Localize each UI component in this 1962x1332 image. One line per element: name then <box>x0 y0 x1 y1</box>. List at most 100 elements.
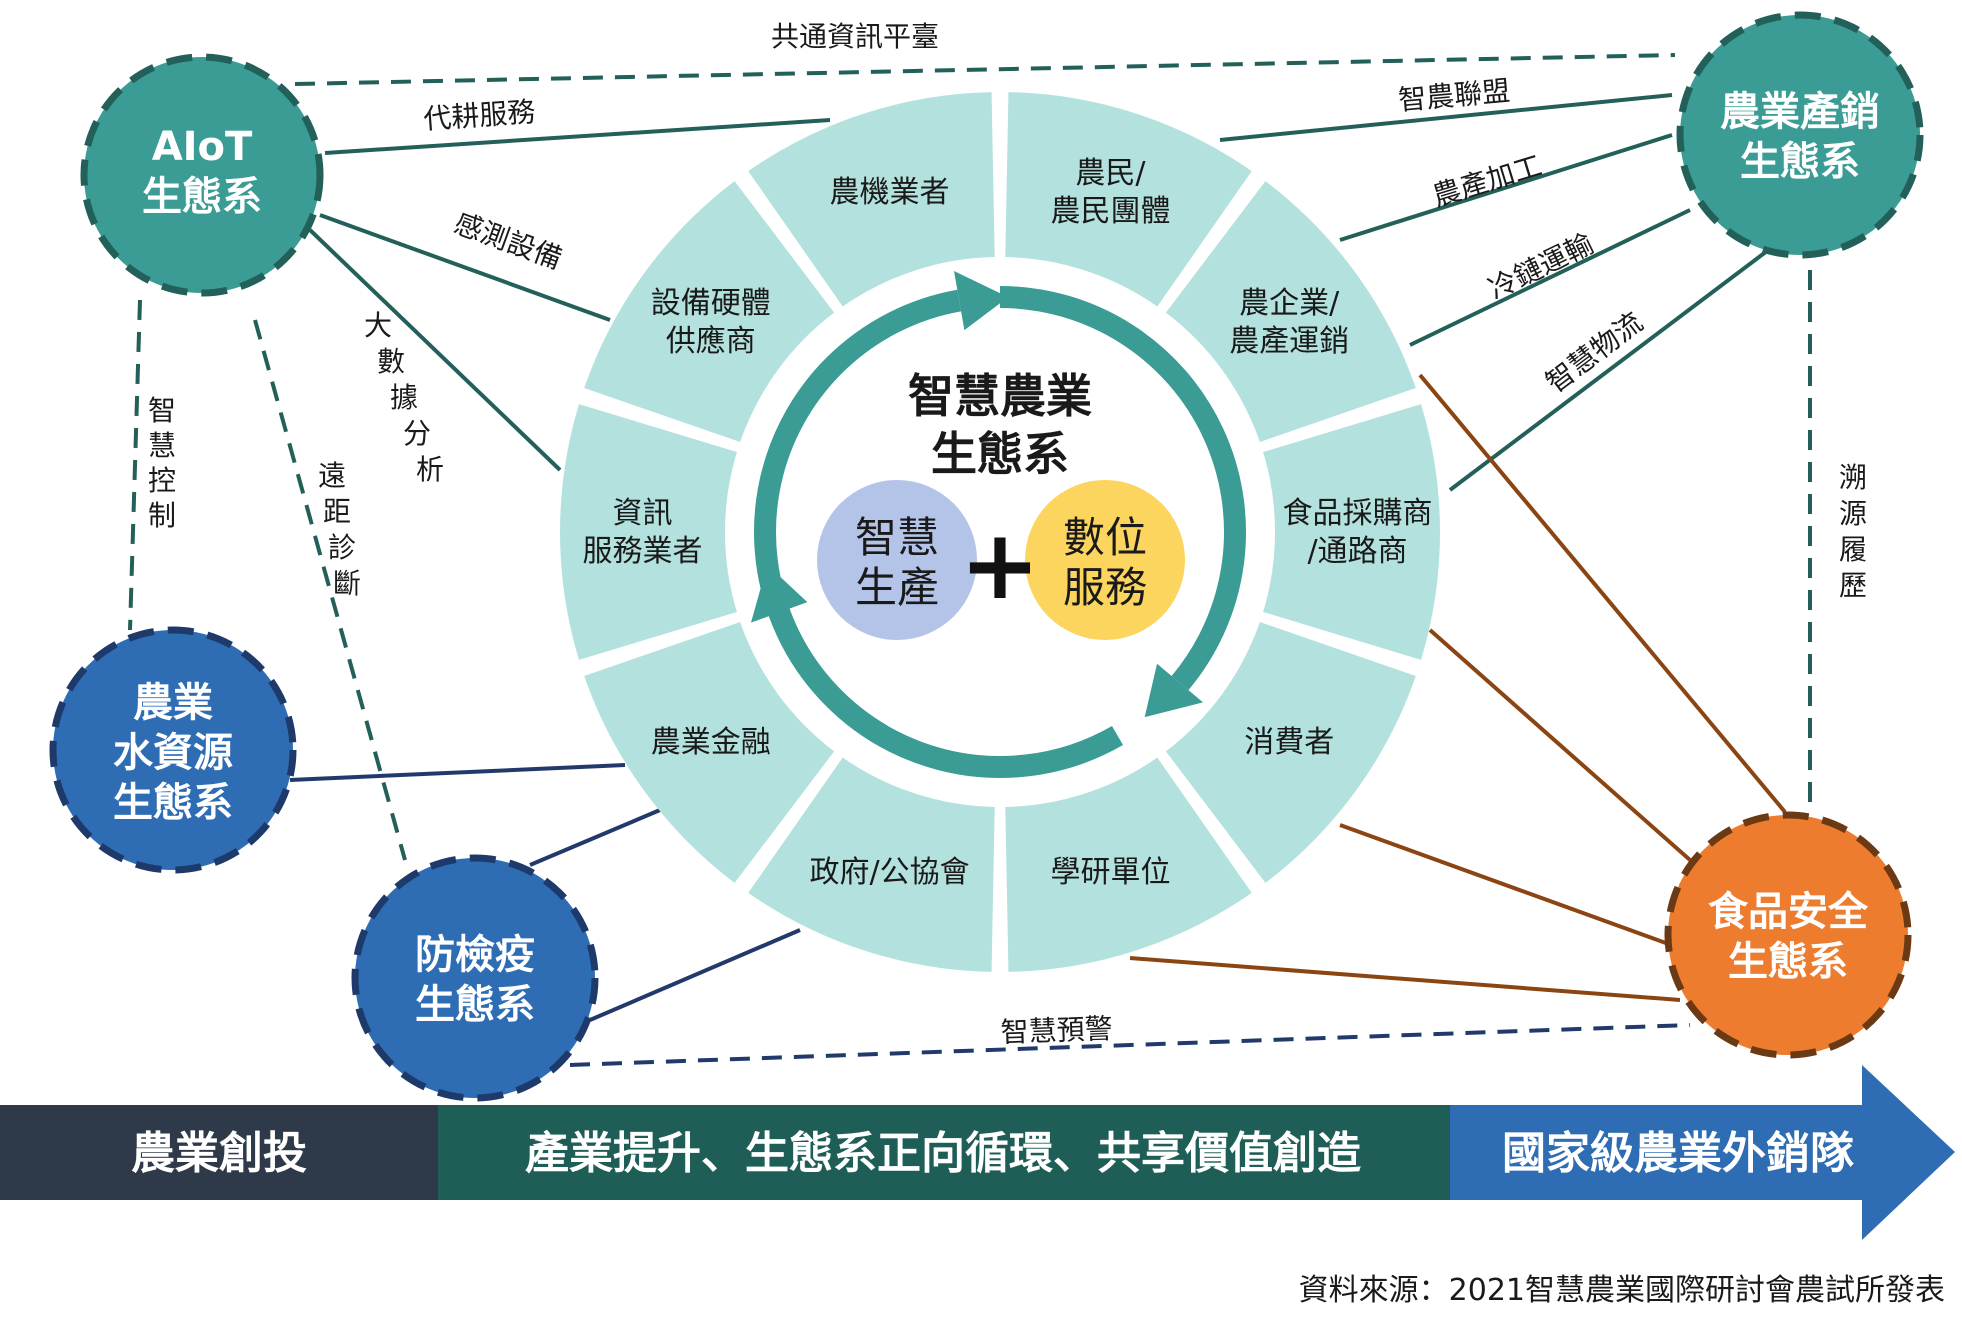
banner-left-block <box>0 1105 438 1200</box>
line-bigdata <box>308 228 562 472</box>
line-plowing <box>324 118 831 155</box>
ring-segment <box>560 404 737 660</box>
line-logistics <box>1448 243 1777 492</box>
label-warning: 智慧預警 <box>1000 1012 1113 1049</box>
center-title-line1: 智慧農業 <box>908 369 1092 423</box>
ring-segment-label: 設備硬體 <box>651 286 771 321</box>
ring-segment-label: 政府/公協會 <box>809 855 969 890</box>
marketing-line1: 農業產銷 <box>1720 89 1880 135</box>
label-sensing: 感測設備 <box>450 206 567 275</box>
ring-segment <box>1005 92 1252 307</box>
cycle-arrow-head <box>750 564 808 623</box>
food-safety-line2: 生態系 <box>1728 939 1848 985</box>
line-smart-warning <box>569 1023 1691 1067</box>
water-ecosystem-node: 農業 水資源 生態系 <box>49 626 297 874</box>
line-remote-diagnosis <box>253 319 407 861</box>
quarantine-ecosystem-node: 防檢疫 生態系 <box>351 854 599 1102</box>
digital-service-line1: 數位 <box>1063 513 1147 562</box>
aiot-ecosystem-node: AIoT 生態系 <box>80 53 324 297</box>
source-note: 資料來源：2021智慧農業國際研討會農試所發表 <box>1299 1273 1945 1308</box>
digital-service-circle <box>1025 480 1185 640</box>
label-traceability: 溯源履歷 <box>1839 461 1867 602</box>
ecosystem-nodes: AIoT 生態系 農業產銷 生態系 農業 水資源 生態系 防檢疫 生態系 食品安… <box>49 11 1924 1102</box>
ring-segment-label: 服務業者 <box>583 534 703 569</box>
marketing-ecosystem-node: 農業產銷 生態系 <box>1676 11 1924 259</box>
ring-segment <box>584 621 835 883</box>
line-coldchain <box>1409 208 1691 347</box>
ring-segment-label: 農民/ <box>1075 156 1146 191</box>
label-coldchain: 冷鏈運輸 <box>1483 227 1598 306</box>
banner-middle-label: 產業提升、生態系正向循環、共享價值創造 <box>525 1128 1361 1179</box>
line-smart-control <box>128 299 142 631</box>
line-alliance <box>1219 93 1673 142</box>
cycle-arrows <box>750 271 1246 778</box>
vertical-edge-labels: 智慧控制 遠距診斷大數據分析溯源履歷 <box>148 309 1867 602</box>
food-safety-line1: 食品安全 <box>1708 889 1869 935</box>
line-water <box>289 763 626 782</box>
ring-segment-label: 農產運銷 <box>1229 324 1349 359</box>
water-line1: 農業 <box>133 680 213 726</box>
line-quarantine-2 <box>589 928 801 1022</box>
line-processing <box>1339 133 1673 242</box>
water-line3: 生態系 <box>113 780 233 826</box>
bottom-banner: 農業創投 產業提升、生態系正向循環、共享價值創造 國家級農業外銷隊 <box>0 1065 1955 1240</box>
banner-right-label: 國家級農業外銷隊 <box>1502 1128 1854 1179</box>
food-safety-ecosystem-node: 食品安全 生態系 <box>1664 811 1912 1059</box>
label-common-platform: 共通資訊平臺 <box>771 20 939 53</box>
ring-segment-label: 農民團體 <box>1050 194 1170 229</box>
line-sensing <box>319 213 611 322</box>
label-processing: 農產加工 <box>1429 149 1546 213</box>
smart-production-line1: 智慧 <box>855 513 939 562</box>
marketing-line2: 生態系 <box>1740 139 1860 185</box>
banner-middle-block <box>438 1105 1450 1200</box>
ring-segment <box>1005 757 1252 972</box>
aiot-line1: AIoT <box>152 124 253 170</box>
ring-segment-label: 供應商 <box>666 324 756 359</box>
ring-segment-label: /通路商 <box>1307 534 1407 569</box>
smart-production-circle <box>817 480 977 640</box>
ring-segment <box>1263 404 1440 660</box>
quarantine-line1: 防檢疫 <box>415 932 535 978</box>
line-quarantine-1 <box>529 808 661 867</box>
ring-segment-label: 消費者 <box>1244 725 1334 760</box>
stakeholder-ring <box>560 92 1440 972</box>
aiot-line2: 生態系 <box>142 174 262 220</box>
banner-right-arrow <box>1450 1065 1955 1240</box>
water-line2: 水資源 <box>113 730 233 776</box>
center-group: 智慧農業 生態系 智慧 生產 數位 服務 + <box>817 369 1185 640</box>
ring-segment <box>584 181 835 443</box>
ring-segment-label: 學研單位 <box>1050 855 1170 890</box>
label-smart-control: 智慧控制 <box>148 394 176 532</box>
smart-production-line2: 生產 <box>855 563 939 612</box>
plus-sign: + <box>960 509 1040 621</box>
quarantine-line2: 生態系 <box>415 982 535 1028</box>
ring-segment-label: 農業金融 <box>651 725 771 760</box>
cycle-arrow-arc <box>999 286 1246 691</box>
ring-segment-label: 農機業者 <box>830 175 950 210</box>
line-common-platform <box>294 53 1676 86</box>
cycle-arrow-head <box>953 271 1009 331</box>
label-big-data: 大數據分析 <box>364 309 444 486</box>
ring-segment <box>748 92 995 307</box>
label-plowing: 代耕服務 <box>422 95 536 136</box>
center-title-line2: 生態系 <box>931 427 1069 481</box>
label-remote-diagnosis: 遠距診斷 <box>318 459 361 600</box>
ring-segment-label: 資訊 <box>613 496 673 531</box>
line-brown-2 <box>1428 628 1692 862</box>
ring-segment-label: 農企業/ <box>1239 286 1340 321</box>
line-brown-3 <box>1339 823 1686 952</box>
line-brown-1 <box>1418 373 1787 814</box>
banner-left-label: 農業創投 <box>131 1128 307 1179</box>
cycle-arrow-head <box>1144 663 1204 718</box>
connection-lines <box>128 53 1812 1067</box>
ring-segment <box>1165 621 1416 883</box>
label-alliance: 智農聯盟 <box>1397 74 1511 117</box>
ring-segment <box>1165 181 1416 443</box>
line-brown-4 <box>1129 956 1681 1002</box>
digital-service-line2: 服務 <box>1063 563 1147 612</box>
ring-segment <box>748 757 995 972</box>
cycle-arrow-arc <box>768 608 1123 778</box>
ring-segment-label: 食品採購商 <box>1283 496 1433 531</box>
